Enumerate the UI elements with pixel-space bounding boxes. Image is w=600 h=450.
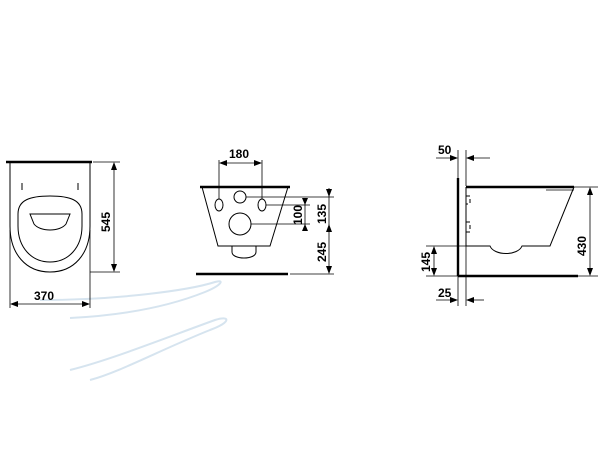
rear-view: 180 100 135 245 [196,147,334,276]
rear-outlet [231,246,257,259]
front-bowl-opening [29,213,71,231]
rear-body-outline [201,186,289,247]
dim-fixing-height: 100 [291,205,305,225]
front-seat-outline [17,195,83,263]
watermark-logo [39,280,228,381]
rear-fixing-hole-left [214,198,224,212]
dim-outlet-height: 245 [315,242,329,262]
dim-front-height: 545 [99,212,113,232]
side-outlet-dashed [466,195,471,233]
rear-inlet-hole [233,190,247,204]
dim-inlet-height: 135 [315,204,329,224]
dim-fixing-spacing: 180 [229,147,249,161]
dim-side-outlet-height: 145 [419,252,433,272]
rear-outlet-hole [228,212,252,236]
dim-side-top-offset: 50 [438,143,452,157]
side-body-outline [465,186,575,254]
front-bowl-outline [9,162,91,273]
side-view: 50 430 145 25 [419,143,598,306]
dim-front-width: 370 [34,289,54,303]
dim-side-wall-gap: 25 [438,286,452,300]
front-view: 545 370 [6,160,120,308]
rear-fixing-hole-right [257,198,267,212]
dim-side-height: 430 [575,236,589,256]
